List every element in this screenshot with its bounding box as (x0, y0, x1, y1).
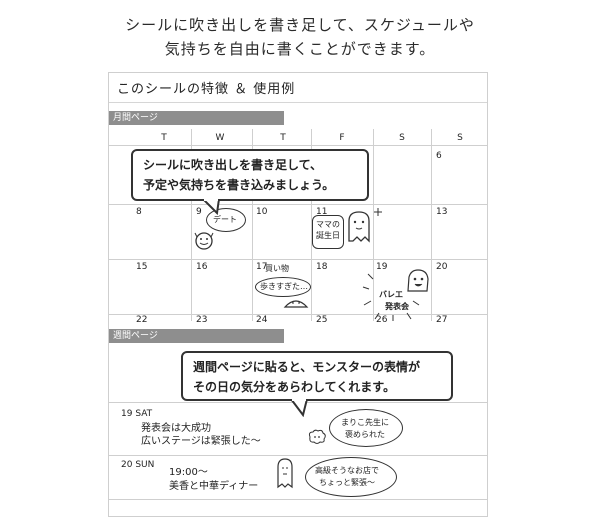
day-number: 23 (196, 315, 208, 325)
sticker-sheet: このシールの特徴 ＆ 使用例 月間ページ T W T F S S 6 8 9 1… (108, 72, 488, 517)
excited-monster-icon (407, 269, 429, 292)
weekday-label: W (215, 133, 225, 143)
sat-line-2: 広いステージは緊張した〜 (141, 436, 261, 447)
sheet-title: このシールの特徴 ＆ 使用例 (117, 82, 296, 97)
shopping-note: 買い物 (265, 264, 289, 273)
sun-memo-line-1: 高級そうなお店で (315, 466, 379, 475)
walked-note: 歩きすぎた… (260, 282, 308, 291)
mama-note-line-2: 誕生日 (316, 231, 340, 240)
grid-line (109, 204, 487, 205)
day-number: 13 (436, 207, 448, 217)
burst-lines-icon (362, 273, 420, 321)
sun-memo-line-2: ちょっと緊張〜 (319, 478, 375, 487)
walked-note-bubble (255, 277, 311, 297)
day-number: 24 (256, 315, 268, 325)
weekday-label: S (457, 133, 463, 143)
monthly-explanation-bubble: シールに吹き出しを書き足して、 予定や気持ちを書き込みましょう。 (131, 149, 369, 201)
weekday-label: T (280, 133, 286, 143)
day-number: 10 (256, 207, 268, 217)
sat-memo-bubble (329, 409, 403, 447)
grid-line (252, 129, 253, 321)
weekly-page-label: 週間ページ (109, 329, 284, 343)
day-number: 9 (196, 207, 202, 217)
weekly-explanation-bubble: 週間ページに貼ると、モンスターの表情が その日の気分をあらわしてくれます。 (181, 351, 453, 401)
nervous-ghost-monster-icon (277, 458, 293, 489)
monthly-calendar: T W T F S S 6 8 9 10 11 13 15 16 17 18 1… (109, 129, 487, 325)
day-number: 8 (136, 207, 142, 217)
weekday-label: T (161, 133, 167, 143)
sheet-title-box: このシールの特徴 ＆ 使用例 (109, 73, 487, 103)
bubble-tail-icon (202, 199, 220, 215)
monthly-bubble-line-1: シールに吹き出しを書き足して、 (143, 158, 323, 172)
grid-line (109, 499, 487, 500)
mama-birthday-note: ママの 誕生日 (312, 215, 344, 249)
grid-line (109, 314, 487, 315)
mama-note-line-1: ママの (316, 220, 340, 229)
weekday-label: F (339, 133, 345, 143)
tired-monster-icon (283, 300, 309, 308)
sat-memo-line-2: 褒められた (345, 430, 385, 439)
monthly-page-label: 月間ページ (109, 111, 284, 125)
ballet-note-line-2: 発表会 (385, 302, 409, 311)
happy-monster-icon (194, 232, 214, 250)
day-number: 18 (316, 262, 328, 272)
grid-line (373, 129, 374, 321)
ballet-note-line-1: バレエ (379, 290, 403, 299)
day-number: 6 (436, 151, 442, 161)
sparkle-icon (374, 208, 382, 216)
date-note: デート (213, 215, 237, 224)
weekday-label: S (399, 133, 405, 143)
grid-line (109, 259, 487, 260)
monthly-bubble-line-2: 予定や気持ちを書き込みましょう。 (143, 178, 335, 192)
day-number: 17 (256, 262, 268, 272)
sat-memo-line-1: まりこ先生に (341, 418, 389, 427)
day-number: 15 (136, 262, 148, 272)
bubble-tail-icon (290, 399, 308, 417)
day-number: 26 (376, 315, 388, 325)
grid-line (109, 145, 487, 146)
week-date-sun: 20 SUN (121, 460, 155, 470)
fluffy-monster-icon (308, 429, 326, 444)
intro-line-1: シールに吹き出しを書き足して、スケジュールや (125, 16, 475, 34)
day-number: 11 (316, 207, 328, 217)
grid-line (431, 129, 432, 321)
ghost-monster-icon (348, 211, 370, 243)
sun-line-2: 美香と中華ディナー (169, 481, 259, 492)
day-number: 19 (376, 262, 388, 272)
grid-line (109, 455, 487, 456)
weekly-bubble-line-2: その日の気分をあらわしてくれます。 (193, 380, 396, 394)
day-number: 25 (316, 315, 328, 325)
date-note-bubble (206, 208, 246, 232)
day-number: 16 (196, 262, 208, 272)
day-number: 22 (136, 315, 148, 325)
intro-line-2: 気持ちを自由に書くことができます。 (164, 40, 436, 58)
sun-line-1: 19:00〜 (169, 467, 208, 478)
weekly-bubble-line-1: 週間ページに貼ると、モンスターの表情が (193, 360, 421, 374)
week-date-sat: 19 SAT (121, 409, 153, 419)
sat-line-1: 発表会は大成功 (141, 423, 211, 434)
day-number: 27 (436, 315, 448, 325)
sun-memo-bubble (305, 457, 397, 497)
grid-line (311, 129, 312, 321)
day-number: 20 (436, 262, 448, 272)
grid-line (191, 129, 192, 321)
